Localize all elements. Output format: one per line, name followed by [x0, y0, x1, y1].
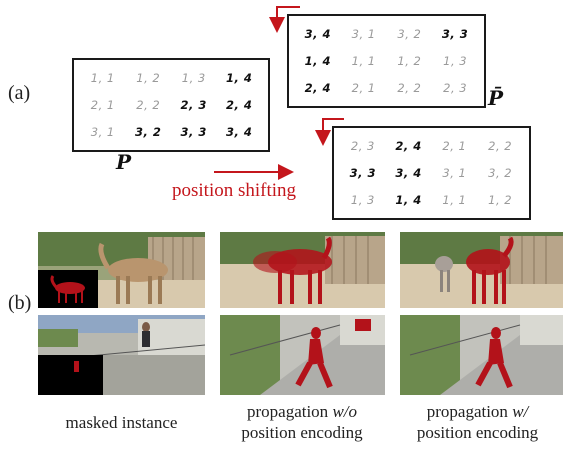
matrix-shifted-cell: 2, 4: [395, 138, 422, 153]
matrix-p-cell: 1, 3: [181, 70, 206, 85]
matrix-p-bar: 3, 4 3, 1 3, 2 3, 3 1, 4 1, 1 1, 2 1, 3 2, 4 2, 1…: [287, 14, 486, 108]
camel-masked-photo: [38, 232, 205, 308]
matrix-p-bar-cell: 1, 3: [443, 53, 468, 68]
position-shifting-label: position shifting: [172, 180, 297, 201]
matrix-p-bar-cell: 1, 2: [397, 53, 422, 68]
matrix-shifted-cell: 3, 3: [349, 165, 377, 180]
matrix-p-bar-cell: 3, 3: [441, 26, 469, 41]
matrix-p-bar-label: P̄: [488, 86, 504, 110]
matrix-p-bar-cell: 2, 3: [443, 81, 468, 96]
camel-propagation-without-pe-photo: [220, 232, 385, 308]
person-masked-photo: [38, 315, 205, 395]
matrix-p-bar-cell: 2, 1: [351, 81, 376, 96]
caption-masked-instance: masked instance: [65, 413, 178, 432]
person-propagation-with-pe-photo: [400, 315, 563, 395]
arrow-into-p-bar: [269, 6, 300, 33]
matrix-p-cell: 3, 2: [135, 125, 162, 140]
matrix-p-cell: 1, 4: [226, 70, 253, 85]
label-a: (a): [8, 82, 31, 104]
matrix-shifted-cell: 2, 3: [350, 138, 375, 153]
matrix-shifted-cell: 1, 3: [350, 193, 375, 208]
matrix-p-bar-cell: 2, 4: [304, 81, 332, 96]
matrix-p-bar-cell: 1, 4: [304, 53, 332, 68]
matrix-shifted-cell: 1, 1: [442, 193, 467, 208]
matrix-shifted-cell: 2, 2: [488, 138, 513, 153]
matrix-p-cell: 3, 3: [180, 125, 207, 140]
matrix-p-bar-cell: 3, 2: [397, 26, 422, 41]
camel-propagation-with-pe-photo: [400, 232, 563, 308]
matrix-p-cell: 2, 1: [90, 97, 115, 112]
matrix-p-cell: 1, 1: [90, 70, 115, 85]
matrix-p-cell: 2, 4: [226, 97, 253, 112]
label-b: (b): [8, 292, 32, 314]
matrix-p-label: P: [116, 150, 132, 174]
matrix-shifted-cell: 2, 1: [442, 138, 467, 153]
caption-propagation-without-pe: propagation w/o position encoding: [241, 402, 363, 442]
matrix-shifted-cell: 3, 2: [488, 165, 513, 180]
matrix-p-cell: 2, 3: [180, 97, 207, 112]
matrix-p-cell: 1, 2: [136, 70, 161, 85]
matrix-shifted-cell: 3, 4: [395, 165, 422, 180]
matrix-p-bar-cell: 3, 1: [351, 26, 376, 41]
matrix-p-bar-cell: 1, 1: [351, 53, 376, 68]
matrix-p-cell: 3, 1: [90, 125, 115, 140]
caption-propagation-with-pe: propagation w/ position encoding: [416, 402, 539, 442]
matrix-p-bar-cell: 2, 2: [397, 81, 422, 96]
matrix-shifted: 2, 3 2, 4 2, 1 2, 2 3, 3 3, 4 3, 1 3, 2 1, 3 1, 4…: [332, 126, 531, 220]
matrix-shifted-cell: 1, 2: [488, 193, 513, 208]
matrix-p: 1, 1 1, 2 1, 3 1, 4 2, 1 2, 2 2, 3 2, 4 3, 1 3, 2…: [72, 58, 270, 152]
matrix-shifted-cell: 3, 1: [442, 165, 467, 180]
matrix-p-cell: 2, 2: [136, 97, 161, 112]
matrix-p-cell: 3, 4: [226, 125, 253, 140]
matrix-p-bar-cell: 3, 4: [304, 26, 332, 41]
matrix-shifted-cell: 1, 4: [395, 193, 422, 208]
person-propagation-without-pe-photo: [220, 315, 385, 395]
arrow-into-shifted: [315, 118, 344, 146]
